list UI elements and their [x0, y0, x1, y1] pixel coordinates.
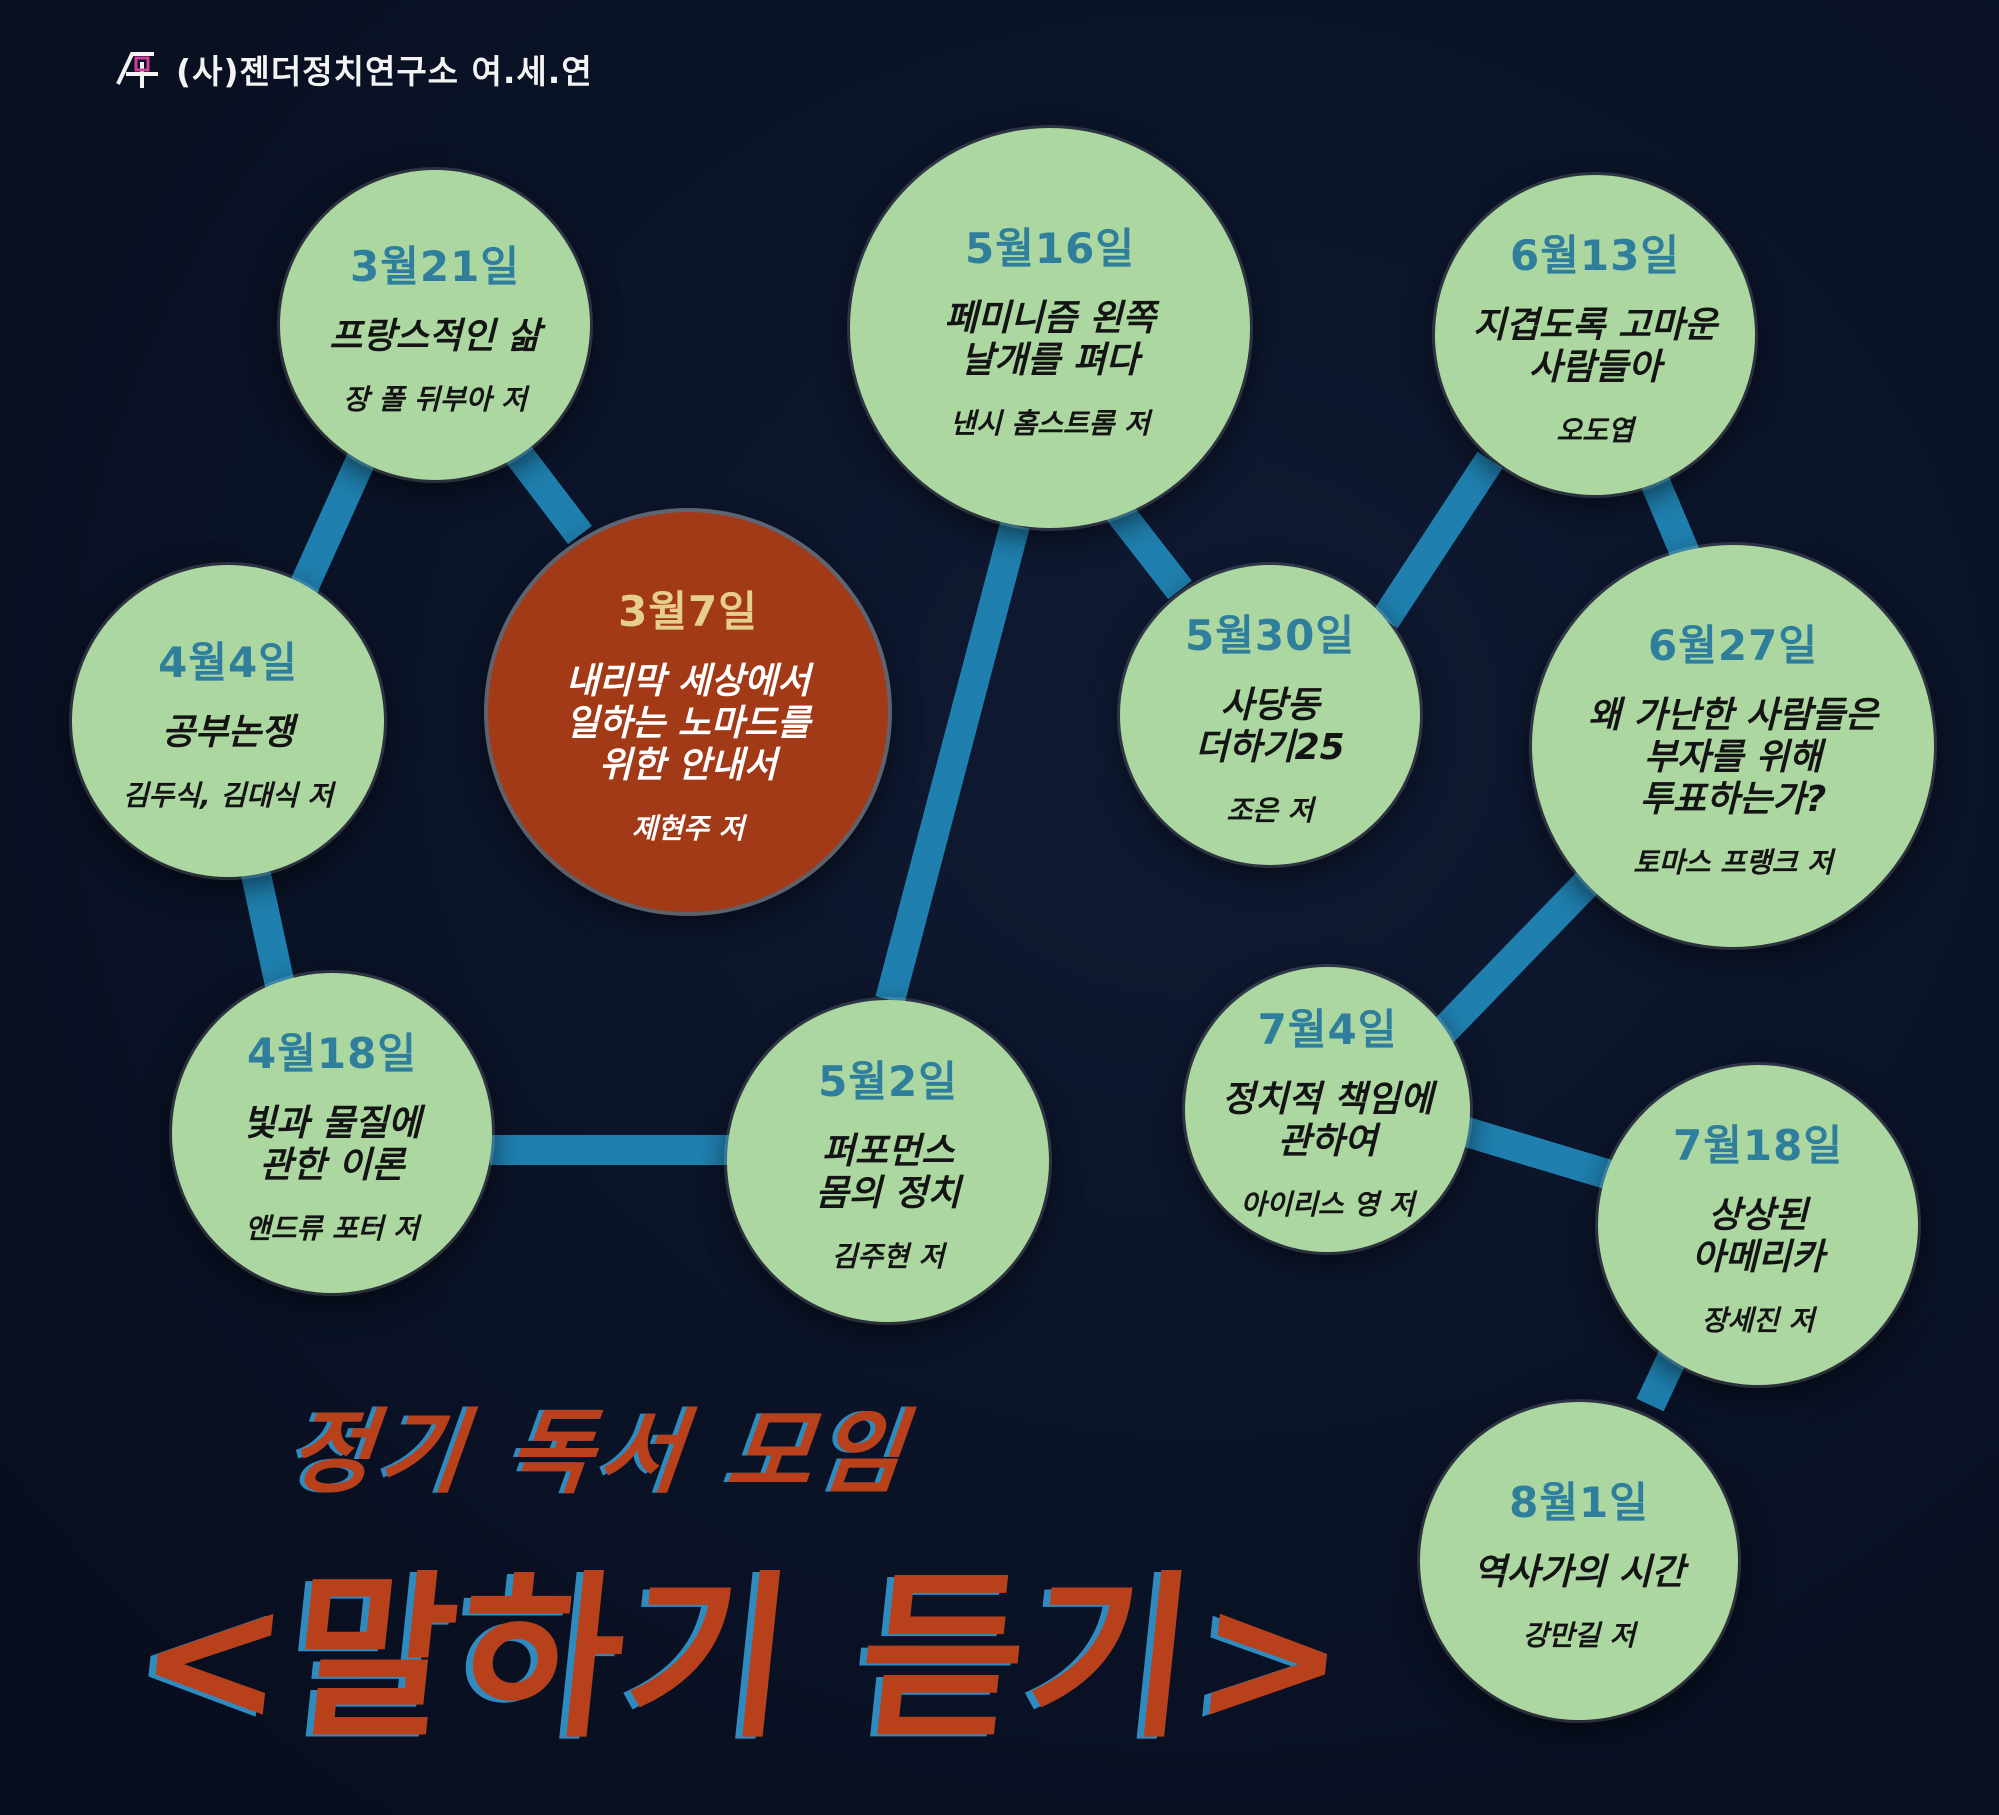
- session-date: 4월18일: [247, 1028, 417, 1078]
- session-may16: 5월16일 페미니즘 왼쪽 날개를 펴다 낸시 홈스트롬 저: [850, 128, 1250, 528]
- session-author: 제현주 저: [631, 811, 745, 845]
- session-author: 오도엽: [1556, 413, 1634, 447]
- connector-jun27-jul4: [1424, 869, 1601, 1051]
- poster-subtitle: 정기 독서 모임: [283, 1399, 915, 1506]
- session-date: 7월18일: [1673, 1120, 1843, 1170]
- session-date: 5월30일: [1185, 610, 1355, 660]
- connector-may2-may16: [875, 521, 1030, 1004]
- connector-jul4-jul18: [1455, 1115, 1615, 1190]
- session-author: 앤드류 포터 저: [244, 1211, 420, 1245]
- session-author: 장 폴 뒤부아 저: [343, 382, 527, 416]
- session-mar7: 3월7일 내리막 세상에서 일하는 노마드를 위한 안내서 제현주 저: [488, 512, 888, 912]
- session-apr18: 4월18일 빛과 물질에 관한 이론 앤드류 포터 저: [172, 973, 492, 1293]
- session-apr4: 4월4일 공부논쟁 김두식, 김대식 저: [72, 565, 384, 877]
- session-jun27: 6월27일 왜 가난한 사람들은 부자를 위해 투표하는가? 토마스 프랭크 저: [1532, 545, 1934, 947]
- connector-apr4-apr18: [240, 866, 295, 989]
- session-date: 7월4일: [1257, 1005, 1398, 1054]
- session-book: 빛과 물질에 관한 이론: [242, 1102, 422, 1186]
- session-jul18: 7월18일 상상된 아메리카 장세진 저: [1598, 1065, 1918, 1385]
- session-book: 왜 가난한 사람들은 부자를 위해 투표하는가?: [1587, 694, 1879, 820]
- session-book: 내리막 세상에서 일하는 노마드를 위한 안내서: [565, 660, 811, 786]
- session-may30: 5월30일 사당동 더하기25 조은 저: [1120, 565, 1420, 865]
- session-author: 김주현 저: [831, 1239, 945, 1273]
- connector-mar21-apr4: [286, 433, 384, 602]
- session-date: 5월16일: [965, 223, 1135, 273]
- session-book: 역사가의 시간: [1473, 1551, 1685, 1593]
- session-author: 토마스 프랭크 저: [1633, 845, 1833, 879]
- session-mar21: 3월21일 프랑스적인 삶 장 폴 뒤부아 저: [280, 170, 590, 480]
- org-name: (사)젠더정치연구소 여.세.연: [176, 52, 593, 91]
- session-date: 3월7일: [618, 586, 758, 636]
- session-author: 낸시 홈스트롬 저: [950, 406, 1150, 440]
- session-date: 3월21일: [350, 241, 520, 291]
- session-date: 5월2일: [818, 1056, 958, 1106]
- poster-title: <말하기 듣기>: [127, 1555, 1361, 1762]
- session-book: 공부논쟁: [161, 711, 295, 753]
- session-aug1: 8월1일 역사가의 시간 강만길 저: [1420, 1402, 1738, 1720]
- session-book: 지겹도록 고마운 사람들아: [1472, 304, 1718, 388]
- connector-jun13-jun27: [1636, 464, 1704, 571]
- session-jun13: 6월13일 지겹도록 고마운 사람들아 오도엽: [1435, 175, 1755, 495]
- session-book: 퍼포먼스 몸의 정치: [815, 1130, 961, 1214]
- connector-may16-may30: [1098, 490, 1192, 600]
- connector-may30-jun13: [1372, 451, 1503, 629]
- session-author: 조은 저: [1226, 793, 1314, 827]
- session-date: 8월1일: [1509, 1477, 1649, 1527]
- org-header: (사)젠더정치연구소 여.세.연: [112, 44, 593, 94]
- session-jul4: 7월4일 정치적 책임에 관하여 아이리스 영 저: [1185, 967, 1470, 1252]
- session-author: 장세진 저: [1701, 1303, 1815, 1337]
- session-author: 아이리스 영 저: [1240, 1188, 1415, 1221]
- session-book: 프랑스적인 삶: [329, 315, 541, 357]
- session-book: 정치적 책임에 관하여: [1221, 1079, 1434, 1162]
- session-date: 6월27일: [1648, 620, 1818, 670]
- org-logo-icon: [116, 52, 158, 88]
- session-may2: 5월2일 퍼포먼스 몸의 정치 김주현 저: [727, 1000, 1049, 1322]
- session-book: 페미니즘 왼쪽 날개를 펴다: [944, 297, 1156, 381]
- session-book: 사당동 더하기25: [1195, 684, 1345, 768]
- session-date: 6월13일: [1510, 230, 1680, 280]
- session-date: 4월4일: [158, 637, 298, 687]
- session-book: 상상된 아메리카: [1691, 1194, 1825, 1278]
- session-author: 김두식, 김대식 저: [122, 778, 334, 812]
- session-author: 강만길 저: [1522, 1618, 1636, 1652]
